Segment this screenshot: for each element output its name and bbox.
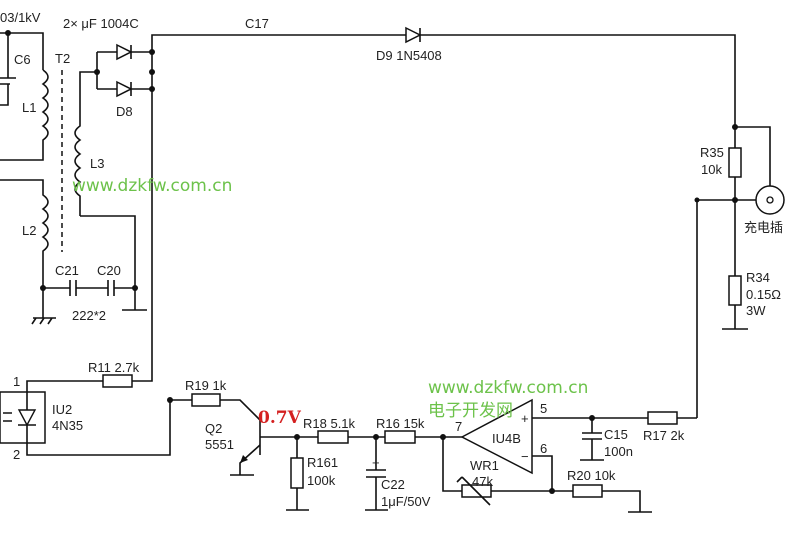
- label-charging-jack: 充电插: [744, 220, 783, 235]
- label-pin5: 5: [540, 401, 547, 416]
- opamp-iu4b: [460, 398, 533, 475]
- l2-coil: [0, 179, 49, 318]
- control-section: [0, 330, 697, 513]
- label-minus-input: −: [521, 449, 529, 464]
- label-q2: Q2: [205, 421, 222, 436]
- resistor-r18: [317, 430, 349, 444]
- watermark-site-name: 电子开发网: [428, 401, 513, 421]
- label-c15-val: 100n: [604, 444, 633, 459]
- label-r161-val: 100k: [307, 473, 336, 488]
- watermark-url-top: www.dzkfw.com.cn: [72, 176, 232, 196]
- resistor-r161: [290, 457, 304, 489]
- label-wr1: WR1: [470, 458, 499, 473]
- label-l3: L3: [90, 156, 104, 171]
- resistor-r17: [647, 411, 678, 425]
- label-r35: R35: [700, 145, 724, 160]
- label-r20: R20 10k: [567, 468, 616, 483]
- label-pin1: 1: [13, 374, 20, 389]
- l3-coil: [74, 71, 97, 216]
- label-r34-val: 0.15Ω: [746, 287, 781, 302]
- label-l1: L1: [22, 100, 36, 115]
- label-c22-val: 1μF/50V: [381, 494, 431, 509]
- diode-d9: [405, 26, 422, 44]
- resistor-r11: [102, 374, 133, 388]
- label-d8: D8: [116, 104, 133, 119]
- component-labels: 03/1kV 2× μF 1004C C6 T2 L1 D8 L3 L2 C21…: [0, 10, 783, 509]
- label-r11: R11 2.7k: [88, 360, 140, 375]
- label-c22-plus: +: [372, 455, 380, 470]
- label-plus-input: +: [521, 411, 529, 426]
- label-wr1-val: 47k: [472, 474, 493, 489]
- label-top-left: 03/1kV: [0, 10, 41, 25]
- label-l2: L2: [22, 223, 36, 238]
- label-r17: R17 2k: [643, 428, 685, 443]
- watermark-url-bottom: www.dzkfw.com.cn: [428, 378, 588, 398]
- label-iu2: IU2: [52, 402, 72, 417]
- label-t2: T2: [55, 51, 70, 66]
- label-pin6: 6: [540, 441, 547, 456]
- label-c21: C21: [55, 263, 79, 278]
- label-r35-val: 10k: [701, 162, 722, 177]
- ground-symbol: [31, 317, 56, 325]
- label-d9: D9 1N5408: [376, 48, 442, 63]
- label-iu2-part: 4N35: [52, 418, 83, 433]
- resistor-r34: [728, 275, 742, 306]
- voltage-annotation: 0.7V: [258, 408, 302, 428]
- output-rail: [151, 26, 785, 418]
- resistor-r35: [728, 147, 742, 178]
- resistor-r20: [572, 484, 603, 498]
- label-c22: C22: [381, 477, 405, 492]
- label-c-spec: 222*2: [72, 308, 106, 323]
- label-r34: R34: [746, 270, 770, 285]
- optocoupler-iu2: [0, 391, 46, 444]
- label-r19: R19 1k: [185, 378, 227, 393]
- watermarks: www.dzkfw.com.cn www.dzkfw.com.cn 电子开发网: [72, 176, 588, 421]
- label-q2-part: 5551: [205, 437, 234, 452]
- label-c20: C20: [97, 263, 121, 278]
- label-c15: C15: [604, 427, 628, 442]
- label-pin2: 2: [13, 447, 20, 462]
- diode-upper: [116, 43, 133, 61]
- resistor-r19: [191, 393, 221, 407]
- primary-section: [0, 30, 155, 325]
- label-r161: R161: [307, 455, 338, 470]
- label-cap-spec: 2× μF 1004C: [63, 16, 139, 31]
- label-r18: R18 5.1k: [303, 416, 356, 431]
- label-pin7: 7: [455, 419, 462, 434]
- label-c17: C17: [245, 16, 269, 31]
- l1-coil: [0, 69, 49, 161]
- diode-d8: [116, 80, 133, 98]
- label-c6: C6: [14, 52, 31, 67]
- label-iu4b: IU4B: [492, 431, 521, 446]
- label-r16: R16 15k: [376, 416, 425, 431]
- resistor-r16: [384, 430, 416, 444]
- label-r34-power: 3W: [746, 303, 766, 318]
